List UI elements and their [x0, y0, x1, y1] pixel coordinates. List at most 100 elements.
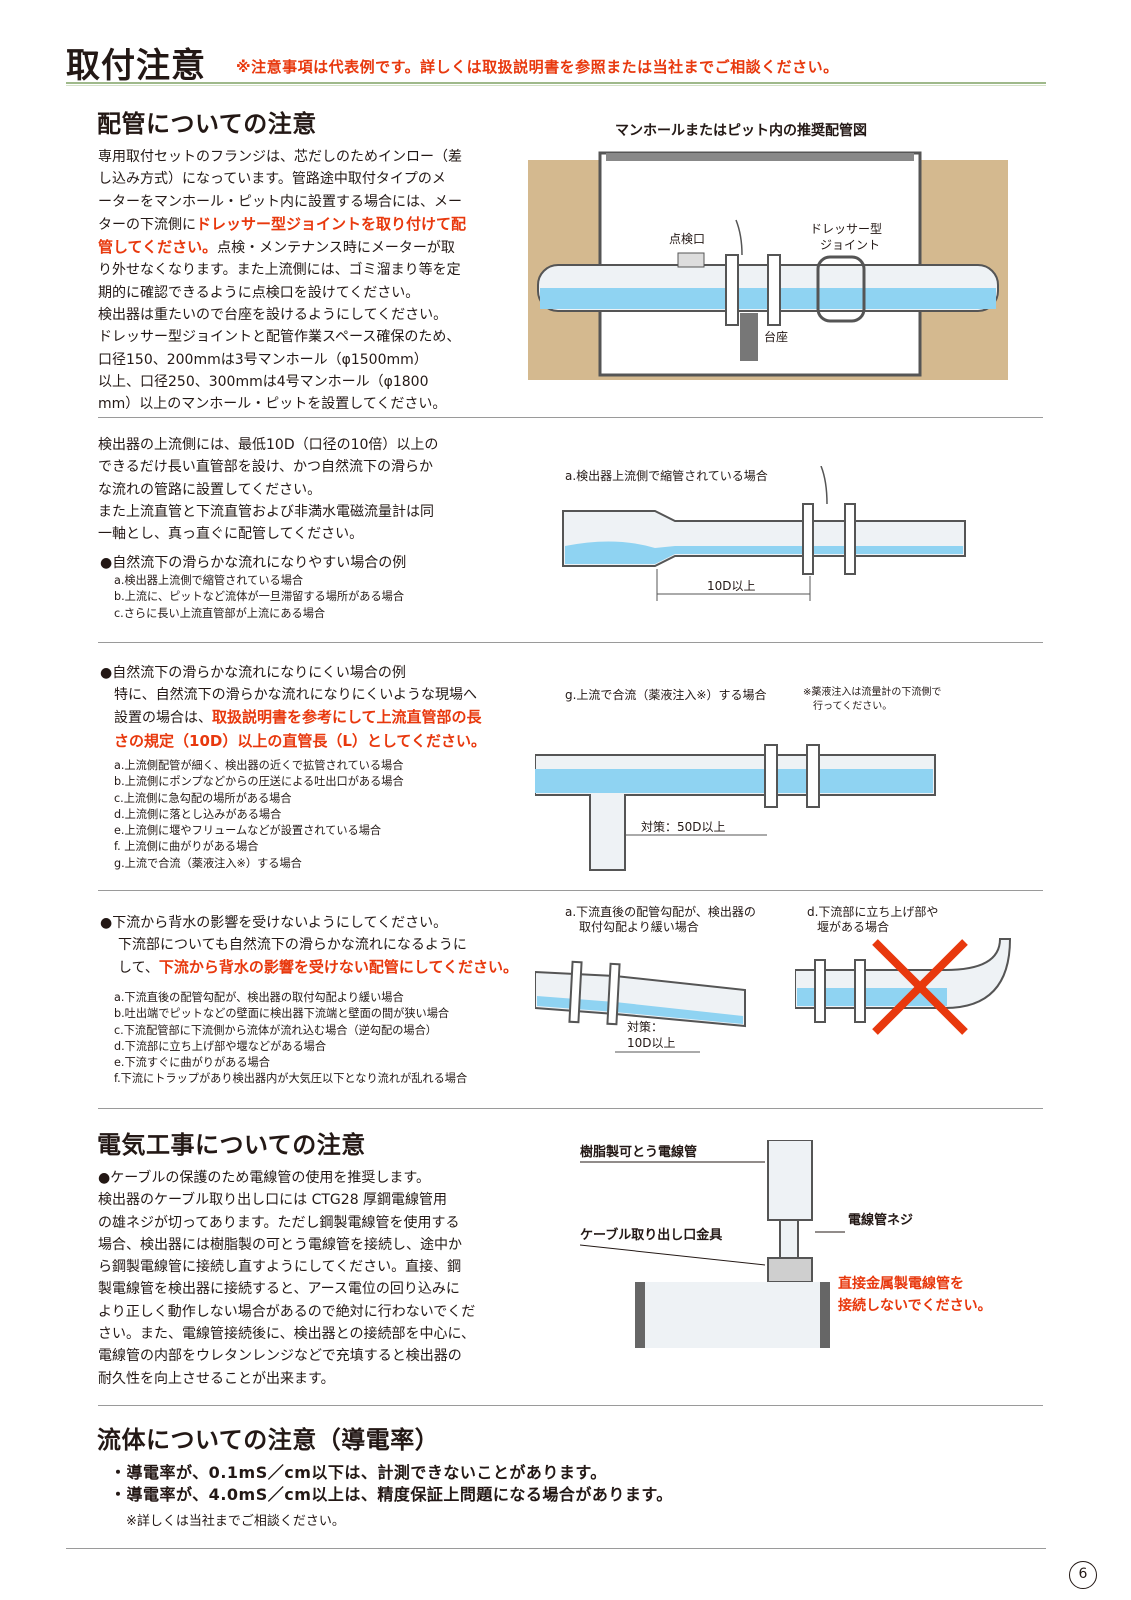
electrical-line: さい。また、電線管接続後に、検出器との接続部を中心に、 — [98, 1326, 476, 1343]
upstream-line: また上流直管と下流直管および非満水電磁流量計は同 — [98, 503, 434, 520]
conduit-figure: 樹脂製可とう電線管 電線管ネジ ケーブル取り出し口金具 直接金属製電線管を 接続… — [580, 1140, 992, 1348]
upstream-list: a.検出器上流側で縮管されている場合 b.上流に、ピットなど流体が一旦滞留する場… — [114, 573, 404, 622]
downstream-riser-figure: d.下流部に立ち上げ部や 堰がある場合 — [795, 904, 1012, 1035]
list-item: a.検出器上流側で縮管されている場合 — [114, 574, 304, 587]
riser-caption-1: d.下流部に立ち上げ部や — [807, 904, 938, 919]
piping-line: ターの下流側にドレッサー型ジョイントを取り付けて配 — [98, 213, 518, 236]
downstream-line: して、下流から背水の影響を受けない配管にしてください。 — [118, 956, 528, 979]
piping-heading: 配管についての注意 — [97, 110, 317, 138]
slope-caption-2: 取付勾配より緩い場合 — [579, 919, 699, 934]
dresser-joint — [816, 255, 866, 323]
upstream-line: 検出器の上流側には、最低10D（口径の10倍）以上の — [98, 437, 439, 453]
difficult-emphasis: 取扱説明書を参考にして上流直管部の長 — [212, 708, 482, 727]
list-item: e.上流側に堰やフリュームなどが設置されている場合 — [114, 824, 382, 838]
fluid-heading: 流体についての注意（導電率） — [97, 1426, 440, 1454]
confluence-note-1: ※薬液注入は流量計の下流側で — [803, 685, 941, 698]
flange-right — [844, 503, 856, 575]
riser-caption-2: 堰がある場合 — [817, 919, 889, 934]
water-flow — [537, 996, 743, 1024]
electrical-line: 検出器のケーブル取り出し口には CTG28 厚鋼電線管用 — [98, 1192, 448, 1209]
list-item: d.下流部に立ち上げ部や堰などがある場合 — [114, 1039, 327, 1053]
flange-right — [606, 962, 621, 1026]
upstream-paragraph: 検出器の上流側には、最低10D（口径の10倍）以上の できるだけ長い直管部を設け… — [98, 434, 518, 545]
list-item: c.上流側に急勾配の場所がある場合 — [114, 791, 292, 805]
flange-right — [767, 254, 781, 326]
flange-left — [764, 744, 778, 808]
piping-line: し込み方式）になっています。管路途中取付タイプのメ — [98, 171, 446, 188]
piping-line: ーターをマンホール・ピット内に設置する場合には、メー — [98, 193, 462, 210]
list-item: b.吐出端でピットなどの壁面に検出器下流端と壁面の間が狭い場合 — [114, 1007, 450, 1021]
electrical-line: ら鋼製電線管に接続し直すようにしてください。直接、鋼 — [98, 1259, 462, 1276]
manhole-cover — [606, 153, 914, 161]
downstream-line: 下流部についても自然流下の滑らかな流れになるように — [118, 937, 467, 953]
electrical-line: 電線管の内部をウレタンレンジなどで充填すると検出器の — [98, 1348, 462, 1365]
list-item: a.下流直後の配管勾配が、検出器の取付勾配より緩い場合 — [114, 991, 404, 1004]
cable-outlet-label: ケーブル取り出し口金具 — [580, 1227, 722, 1243]
flange-left — [802, 503, 814, 575]
confluence-figure: g.上流で合流（薬液注入※）する場合 ※薬液注入は流量計の下流側で 行ってくださ… — [535, 685, 941, 871]
piping-text: 点検・メンテナンス時にメーターが取 — [217, 240, 455, 257]
page-title-note: ※注意事項は代表例です。詳しくは取扱説明書を参照または当社までご相談ください。 — [236, 58, 839, 76]
confluence-caption: g.上流で合流（薬液注入※）する場合 — [565, 687, 767, 702]
downstream-text: して、 — [118, 960, 159, 977]
list-item: f. 上流側に曲がりがある場合 — [114, 840, 259, 854]
electrical-line: 場合、検出器には樹脂製の可とう電線管を接続し、途中か — [98, 1236, 462, 1253]
footer-divider — [66, 1548, 1046, 1549]
list-item: b.上流側にポンプなどからの圧送による吐出口がある場合 — [114, 775, 404, 789]
detector-flange — [820, 1282, 830, 1348]
section-divider — [98, 890, 1043, 891]
difficult-bullet: ●自然流下の滑らかな流れになりにくい場合の例 — [100, 665, 406, 681]
page-number: 6 — [1069, 1561, 1097, 1589]
piping-emphasis: ドレッサー型ジョイントを取り付けて配 — [196, 214, 467, 233]
conduit-warning-2: 接続しないでください。 — [838, 1297, 992, 1314]
confluence-note-2: 行ってください。 — [813, 699, 892, 712]
upstream-reducer-figure: a.検出器上流側で縮管されている場合 10D以上 — [562, 466, 966, 601]
downstream-slope-figure: a.下流直後の配管勾配が、検出器の 取付勾配より緩い場合 対策： 10D以上 — [535, 904, 756, 1053]
conduit-thread — [779, 1219, 799, 1261]
slope-dim-1: 対策： — [627, 1020, 663, 1034]
upstream-line: できるだけ長い直管部を設け、かつ自然流下の滑らか — [98, 459, 434, 476]
inspection-port-label: 点検口 — [669, 232, 705, 246]
flange-right — [806, 744, 820, 808]
electrical-line: の雄ネジが切ってあります。ただし鋼製電線管を使用する — [98, 1214, 460, 1231]
piping-line: 以上、口径250、300mmは4号マンホール（φ1800 — [98, 373, 429, 390]
piping-text: ターの下流側に — [98, 216, 196, 233]
prohibited-cross-line — [872, 939, 968, 1035]
downstream-bullet: ●下流から背水の影響を受けないようにしてください。 — [100, 915, 448, 931]
piping-line: 管してください。点検・メンテナンス時にメーターが取 — [98, 236, 518, 259]
sensor-cable — [735, 219, 743, 256]
dresser-label-2: ジョイント — [820, 238, 880, 252]
piping-line: 検出器は重たいので台座を設けるようにしてください。 — [98, 307, 448, 324]
piping-line: 口径150、200mmは3号マンホール（φ1500mm） — [98, 351, 428, 368]
water-flow — [565, 541, 963, 564]
difficult-emphasis: さの規定（10D）以上の直管長（L）としてください。 — [114, 731, 486, 750]
piping-line: mm）以上のマンホール・ピットを設置してください。 — [98, 396, 447, 413]
base-pedestal — [740, 313, 758, 361]
section-divider — [98, 1405, 1043, 1406]
difficult-list: a.上流側配管が細く、検出器の近くで拡管されている場合 b.上流側にポンプなどか… — [114, 758, 404, 872]
flange-right — [854, 959, 866, 1023]
page-title: 取付注意 — [66, 46, 206, 86]
difficult-line: 特に、自然流下の滑らかな流れになりにくいような現場へ — [114, 687, 478, 703]
section-divider — [98, 1108, 1043, 1109]
detector-flange — [635, 1282, 645, 1348]
water-flow — [535, 769, 933, 793]
manhole-figure: 点検口 ドレッサー型 ジョイント 台座 — [528, 151, 1008, 380]
flange-left — [725, 254, 739, 326]
base-label: 台座 — [764, 329, 788, 344]
title-divider — [66, 82, 1046, 84]
downstream-emphasis: 下流から背水の影響を受けない配管にしてください。 — [158, 958, 518, 977]
piping-line: り外せなくなります。また上流側には、ゴミ溜まり等を定 — [98, 262, 461, 279]
downstream-list: a.下流直後の配管勾配が、検出器の取付勾配より緩い場合 b.吐出端でピットなどの… — [114, 990, 467, 1088]
piping-emphasis: 管してください。 — [98, 238, 218, 257]
list-item: e.下流すぐに曲がりがある場合 — [114, 1056, 270, 1070]
upstream-line: 一軸とし、真っ直ぐに配管してください。 — [98, 526, 364, 543]
piping-line: 専用取付セットのフランジは、芯だしのためインロー（差 — [98, 149, 462, 165]
section-divider — [98, 417, 1043, 418]
electrical-heading: 電気工事についての注意 — [97, 1131, 366, 1159]
electrical-paragraph: ●ケーブルの保護のため電線管の使用を推奨します。 検出器のケーブル取り出し口には… — [98, 1167, 523, 1390]
upstream-line: な流れの管路に設置してください。 — [98, 481, 322, 498]
slope-dim-2: 10D以上 — [627, 1036, 676, 1050]
upstream-dim-label: 10D以上 — [707, 579, 756, 593]
difficult-text: 設置の場合は、 — [114, 710, 212, 727]
